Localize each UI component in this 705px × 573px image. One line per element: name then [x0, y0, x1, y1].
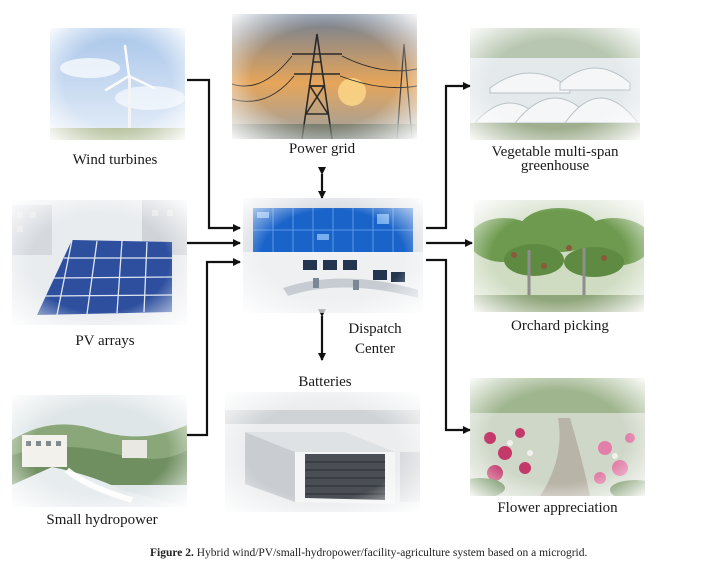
transmission-tower-icon [232, 14, 417, 139]
arrow-wind-to-dispatch [187, 78, 241, 232]
orchard-picking-label: Orchard picking [511, 318, 609, 334]
control-room-icon [243, 198, 423, 313]
figure-caption: Figure 2. Hybrid wind/PV/small-hydropowe… [150, 547, 587, 559]
pv-arrays-label: PV arrays [75, 333, 135, 349]
greenhouse-icon [470, 28, 640, 140]
greenhouse-label-line1: Vegetable multi-span [491, 144, 619, 160]
figure-caption-text: Hybrid wind/PV/small-hydropower/facility… [193, 547, 588, 559]
small-hydropower-label: Small hydropower [46, 512, 158, 528]
hydropower-dam-icon [12, 395, 187, 507]
flower-appreciation-label: Flower appreciation [497, 500, 618, 516]
orchard-icon [474, 200, 644, 312]
arrow-dispatch-to-greenhouse [426, 82, 471, 230]
dispatch-center-label-line1: Dispatch [348, 321, 402, 337]
arrow-hydro-to-dispatch [187, 258, 241, 437]
wind-turbines-label: Wind turbines [72, 152, 158, 168]
greenhouse-label-line2: greenhouse [520, 158, 590, 174]
flower-garden-icon [470, 378, 645, 496]
dispatch-center-label-line2: Center [355, 341, 395, 357]
arrow-dispatch-to-flower [426, 258, 471, 434]
battery-storage-icon [225, 392, 420, 512]
batteries-label: Batteries [298, 374, 352, 390]
wind-turbine-icon [50, 28, 185, 140]
figure-caption-prefix: Figure 2. [150, 547, 194, 559]
power-grid-label: Power grid [288, 141, 356, 157]
solar-panel-icon [12, 200, 187, 325]
